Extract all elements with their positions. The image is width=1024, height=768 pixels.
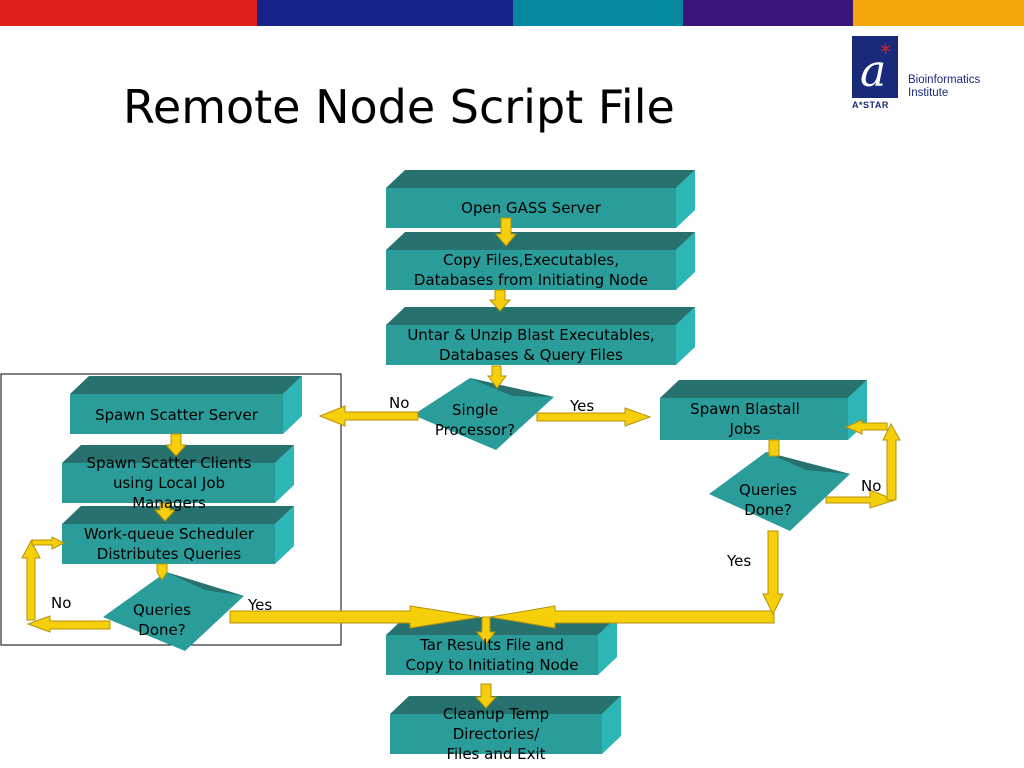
node-copy-files-label: Copy Files,Executables, Databases from I…	[380, 250, 682, 290]
edge-label-right-no: No	[861, 477, 882, 495]
node-cleanup-box	[390, 696, 621, 754]
queries-done-left-line-2: Done?	[138, 621, 186, 639]
work-queue-line-1: Work-queue Scheduler	[83, 525, 255, 543]
node-tar-results-label: Tar Results File and Copy to Initiating …	[386, 635, 598, 675]
node-spawn-blastall-label: Spawn Blastall Jobs	[660, 399, 830, 439]
node-open-gass-box	[386, 170, 695, 228]
node-single-processor-diamond	[413, 378, 554, 450]
arrow-into-tar	[476, 616, 496, 645]
scatter-clients-line-1: Spawn Scatter Clients	[86, 454, 252, 472]
node-spawn-scatter-clients-label: Spawn Scatter Clients using Local Job Ma…	[58, 453, 280, 513]
copy-files-line-2: Databases from Initiating Node	[413, 271, 649, 289]
node-queries-done-right-label: Queries Done?	[718, 480, 818, 520]
queries-done-right-line-2: Done?	[744, 501, 792, 519]
arrow-server-to-clients	[164, 433, 188, 457]
arrow-tar-to-cleanup	[474, 683, 498, 709]
arrow-single-to-scatter	[318, 405, 419, 427]
node-queries-done-left-label: Queries Done?	[112, 600, 212, 640]
arrow-left-yes-to-tar	[229, 605, 481, 629]
node-single-processor-label: Single Processor?	[420, 400, 530, 440]
tar-results-line-2: Copy to Initiating Node	[405, 656, 579, 674]
arrow-workqueue-to-queries	[156, 563, 168, 581]
queries-done-left-line-1: Queries	[133, 601, 191, 619]
arrow-right-no-back	[844, 419, 888, 435]
arrow-right-yes-down	[762, 530, 784, 616]
edge-label-single-yes: Yes	[570, 397, 595, 415]
top-band-orange	[853, 0, 1024, 26]
node-spawn-scatter-clients-box	[62, 445, 294, 503]
edge-label-right-yes: Yes	[727, 552, 752, 570]
scatter-clients-line-3: Managers	[132, 494, 206, 512]
spawn-blastall-line-1: Spawn Blastall	[690, 400, 800, 418]
astar-logo-icon: a *	[852, 36, 898, 98]
arrow-right-yes-to-tar	[489, 605, 775, 629]
top-band-teal	[513, 0, 683, 26]
edge-label-single-no: No	[389, 394, 410, 412]
spawn-blastall-line-2: Jobs	[729, 420, 761, 438]
node-queries-done-right-diamond	[709, 452, 850, 531]
single-processor-line-1: Single	[451, 401, 499, 419]
arrow-single-to-blastall	[536, 407, 652, 427]
logo-mark-text: A*STAR	[852, 100, 889, 110]
svg-text:a: a	[860, 46, 886, 97]
logo-line-1: Bioinformatics	[908, 74, 981, 86]
cleanup-line-3: Files and Exit	[446, 745, 546, 763]
logo-line-2: Institute	[908, 87, 949, 99]
edge-label-left-no: No	[51, 594, 72, 612]
node-work-queue-box	[62, 506, 294, 564]
node-work-queue-label: Work-queue Scheduler Distributes Queries	[60, 524, 278, 564]
node-cleanup-label: Cleanup Temp Directories/ Files and Exit	[390, 704, 602, 764]
node-untar-box	[386, 307, 695, 365]
arrow-untar-to-single	[487, 365, 507, 389]
top-band-purple	[683, 0, 853, 26]
top-band-red	[0, 0, 257, 26]
arrows	[21, 217, 901, 709]
arrow-gass-to-copy	[494, 217, 518, 247]
work-queue-line-2: Distributes Queries	[96, 545, 242, 563]
top-band-blue	[257, 0, 513, 26]
arrow-right-no-up	[882, 422, 901, 501]
copy-files-line-1: Copy Files,Executables,	[443, 251, 619, 269]
scatter-clients-line-2: using Local Job	[112, 474, 226, 492]
untar-line-2: Databases & Query Files	[439, 346, 623, 364]
arrow-copy-to-untar	[488, 289, 512, 312]
page-title: Remote Node Script File	[123, 80, 675, 134]
node-untar-label: Untar & Unzip Blast Executables, Databas…	[380, 325, 682, 365]
untar-line-1: Untar & Unzip Blast Executables,	[407, 326, 655, 344]
node-open-gass-label: Open GASS Server	[461, 199, 601, 217]
node-queries-done-left-diamond	[103, 572, 244, 651]
arrow-clients-to-workqueue	[153, 502, 177, 522]
node-copy-files-box	[386, 232, 695, 290]
cleanup-line-1: Cleanup Temp	[442, 705, 550, 723]
logo-name: Bioinformatics Institute	[908, 74, 980, 100]
arrow-blastall-to-queries	[768, 439, 780, 457]
svg-text:*: *	[880, 41, 891, 66]
single-processor-line-2: Processor?	[434, 421, 516, 439]
arrow-left-no-back	[31, 536, 66, 550]
arrow-right-no-out	[825, 489, 897, 509]
node-spawn-scatter-server-label: Spawn Scatter Server	[95, 406, 258, 424]
edge-label-left-yes: Yes	[248, 596, 273, 614]
queries-done-right-line-1: Queries	[739, 481, 797, 499]
arrow-left-no-up	[21, 539, 41, 621]
tar-results-line-1: Tar Results File and	[420, 636, 564, 654]
arrow-left-no-loop	[26, 615, 111, 633]
node-spawn-scatter-server-box	[70, 376, 302, 434]
cleanup-line-2: Directories/	[452, 725, 540, 743]
